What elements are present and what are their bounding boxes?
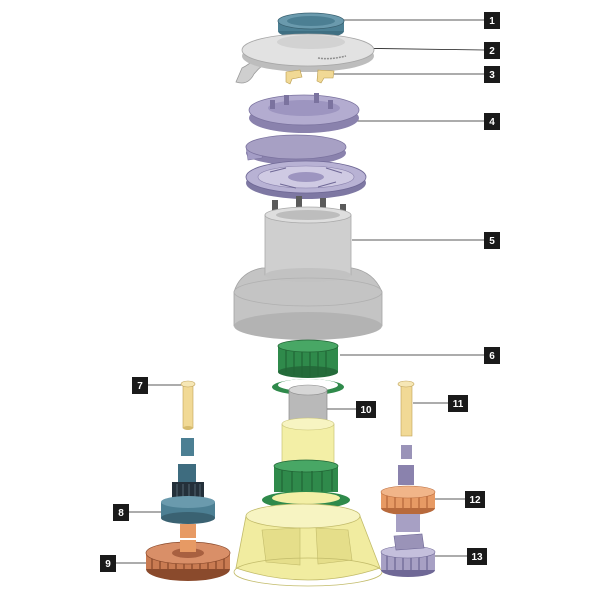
- callout-9: 9: [100, 555, 116, 572]
- svg-text:9: 9: [105, 559, 111, 570]
- callout-4: 4: [484, 113, 500, 130]
- callout-1: 1: [484, 12, 500, 29]
- callout-5: 5: [484, 232, 500, 249]
- part-13-lavender-gear: [380, 533, 436, 577]
- base-column: [262, 417, 350, 509]
- part-7-left-pin: [180, 380, 196, 430]
- part-2-stripper-arm: [235, 33, 375, 84]
- callout-6: 6: [484, 347, 500, 364]
- left-gear-stack: [145, 438, 231, 581]
- part-8-spur-gear: [161, 482, 215, 524]
- part-12-orange-gear: [380, 485, 436, 532]
- svg-text:1: 1: [489, 16, 495, 27]
- callout-3: 3: [484, 66, 500, 83]
- svg-text:8: 8: [118, 508, 124, 519]
- base-housing: [233, 503, 383, 587]
- callout-12: 12: [465, 491, 485, 508]
- svg-text:6: 6: [489, 351, 495, 362]
- callout-labels: 1 2 3 4 5 6 7 8: [100, 12, 500, 572]
- svg-text:5: 5: [489, 236, 495, 247]
- part-4-ratchet-assembly: [245, 93, 367, 199]
- part-3-pawls: [285, 69, 335, 85]
- svg-text:11: 11: [453, 399, 464, 410]
- part-11-right-pin: [397, 380, 415, 485]
- svg-text:7: 7: [137, 381, 143, 392]
- svg-text:2: 2: [489, 46, 495, 57]
- part-10-main-shaft: [288, 384, 328, 423]
- svg-text:3: 3: [489, 70, 495, 81]
- svg-text:4: 4: [489, 117, 495, 128]
- part-5-drum: [233, 206, 383, 340]
- svg-text:13: 13: [471, 552, 483, 563]
- part-1-top-cap: [277, 12, 345, 39]
- callout-10: 10: [356, 401, 376, 418]
- callout-2: 2: [484, 42, 500, 59]
- callout-7: 7: [132, 377, 148, 394]
- callout-8: 8: [113, 504, 129, 521]
- callout-13: 13: [467, 548, 487, 565]
- callout-11: 11: [448, 395, 468, 412]
- svg-text:12: 12: [469, 495, 481, 506]
- part-9-ring-gear: [145, 540, 231, 581]
- svg-text:10: 10: [360, 405, 372, 416]
